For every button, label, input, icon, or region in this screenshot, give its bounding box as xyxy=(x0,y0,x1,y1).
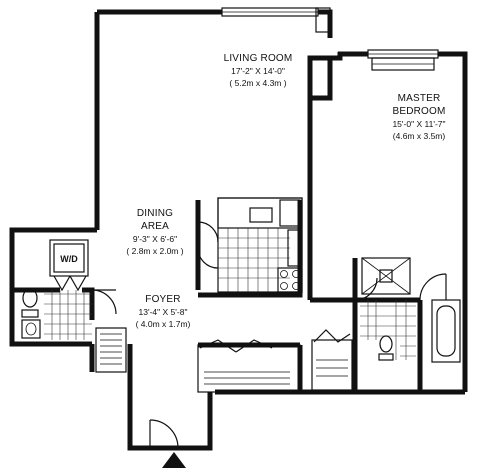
exterior-walls xyxy=(9,9,468,451)
dining-area-label: DINING AREA 9'-3" X 6'-6" ( 2.8m x 2.0m … xyxy=(126,208,183,256)
master-toilet-icon xyxy=(378,335,394,361)
master-bath xyxy=(354,257,461,363)
master-bedroom-name-line1: MASTER xyxy=(398,93,441,104)
dining-area-name-line1: DINING xyxy=(137,208,173,219)
sink-icon xyxy=(21,319,41,339)
foyer-dim-imperial: 13'-4" X 5'-8" xyxy=(139,307,188,317)
master-bedroom-dim-metric: (4.6m x 3.5m) xyxy=(393,131,446,141)
dining-area-dim-imperial: 9'-3" X 6'-6" xyxy=(133,234,177,244)
washer-dryer-label: W/D xyxy=(60,254,78,264)
entry-closet xyxy=(95,327,127,373)
master-bedroom-label: MASTER BEDROOM 15'-0" X 11'-7" (4.6m x 3… xyxy=(392,93,445,141)
master-bedroom-name-line2: BEDROOM xyxy=(392,106,445,117)
living-room-dim-metric: ( 5.2m x 4.3m ) xyxy=(229,78,286,88)
master-bedroom-dim-imperial: 15'-0" X 11'-7" xyxy=(392,119,445,129)
hall-closet xyxy=(197,339,301,393)
entry-arrow-icon xyxy=(162,452,186,468)
entry-door xyxy=(149,419,179,449)
dining-area-dim-metric: ( 2.8m x 2.0m ) xyxy=(126,246,183,256)
living-room-label: LIVING ROOM 17'-2" X 14'-0" ( 5.2m x 4.3… xyxy=(224,53,293,88)
foyer-label: FOYER 13'-4" X 5'-8" ( 4.0m x 1.7m) xyxy=(136,294,191,329)
dining-area-name-line2: AREA xyxy=(141,221,169,232)
living-room-window xyxy=(221,7,331,33)
bathtub-icon xyxy=(431,299,461,363)
toilet-icon xyxy=(21,288,39,318)
interior-walls xyxy=(12,98,423,392)
foyer-dim-metric: ( 4.0m x 1.7m) xyxy=(136,319,191,329)
left-bathroom: W/D xyxy=(21,239,117,340)
kitchen xyxy=(197,197,303,293)
bedroom-closet xyxy=(311,329,353,391)
bedroom-window xyxy=(367,49,439,71)
stove-icon xyxy=(277,267,303,293)
living-room-dim-imperial: 17'-2" X 14'-0" xyxy=(231,66,285,76)
living-room-name: LIVING ROOM xyxy=(224,53,293,64)
foyer-name: FOYER xyxy=(145,294,180,305)
